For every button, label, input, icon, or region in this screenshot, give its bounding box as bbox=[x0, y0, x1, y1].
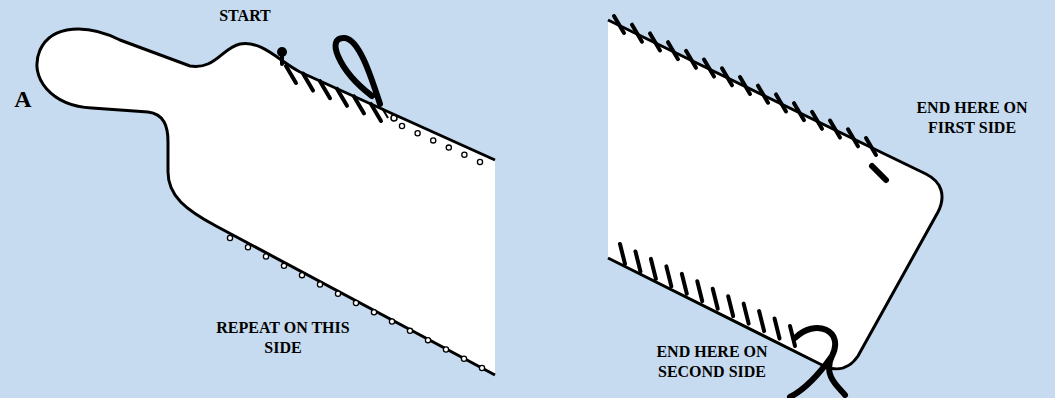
stitch bbox=[635, 251, 640, 271]
stitch-hole bbox=[335, 291, 340, 296]
stitch bbox=[286, 66, 296, 83]
stitch-hole bbox=[371, 310, 376, 315]
stitch-hole bbox=[425, 338, 430, 343]
stitch bbox=[303, 74, 313, 91]
stitch-hole bbox=[389, 319, 394, 324]
instruction-label: START bbox=[200, 6, 290, 26]
stitch bbox=[650, 33, 660, 50]
paddle-fill bbox=[37, 29, 495, 375]
stitch bbox=[848, 129, 858, 146]
stitch bbox=[614, 16, 624, 33]
stitch bbox=[686, 51, 696, 68]
stitch-hole bbox=[462, 152, 467, 157]
stitch bbox=[830, 121, 840, 138]
stitch-hole bbox=[446, 145, 451, 150]
stitch-hole bbox=[461, 356, 466, 361]
stitch bbox=[759, 311, 764, 331]
stitch bbox=[666, 266, 671, 286]
figure-letter: A bbox=[8, 84, 38, 114]
stitch bbox=[794, 103, 804, 120]
stitch-hole bbox=[299, 273, 304, 278]
stitch-hole bbox=[263, 254, 268, 259]
thread-loop bbox=[336, 38, 380, 104]
stitch bbox=[728, 296, 733, 316]
stitch bbox=[775, 319, 780, 339]
paddle-outline bbox=[37, 29, 495, 375]
stitch bbox=[651, 259, 656, 279]
stitch-hole bbox=[399, 123, 404, 128]
thread-end bbox=[872, 166, 886, 180]
instruction-label: END HERE ON FIRST SIDE bbox=[893, 98, 1051, 138]
stitch bbox=[713, 289, 718, 309]
stitch bbox=[758, 86, 768, 103]
stitch bbox=[740, 77, 750, 94]
stitch bbox=[337, 89, 347, 106]
stitch bbox=[620, 244, 625, 264]
stitch-repeats bbox=[227, 16, 876, 371]
stitch bbox=[722, 68, 732, 85]
stitch bbox=[668, 42, 678, 59]
stitch-hole bbox=[227, 235, 232, 240]
thread-knot bbox=[277, 47, 287, 57]
panel-fill bbox=[608, 20, 942, 369]
stitch-hole bbox=[407, 328, 412, 333]
stitch bbox=[354, 96, 364, 113]
stitch bbox=[866, 138, 876, 155]
stitch-hole bbox=[443, 347, 448, 352]
stitch-hole bbox=[415, 131, 420, 136]
thread-loop bbox=[790, 328, 845, 397]
panel-outline bbox=[608, 20, 942, 369]
stitch-hole bbox=[281, 263, 286, 268]
stitch-hole bbox=[245, 245, 250, 250]
stitch bbox=[320, 81, 330, 98]
stitch bbox=[812, 112, 822, 129]
stitch bbox=[744, 304, 749, 324]
stitch bbox=[697, 281, 702, 301]
needle bbox=[382, 108, 388, 118]
needle-hole bbox=[391, 115, 397, 121]
stitch-hole bbox=[477, 159, 482, 164]
stitch bbox=[632, 25, 642, 42]
stitch bbox=[704, 60, 714, 77]
stitch bbox=[776, 94, 786, 111]
stitch-hole bbox=[431, 138, 436, 143]
stitch-hole bbox=[479, 365, 484, 370]
instruction-label: END HERE ON SECOND SIDE bbox=[632, 342, 792, 382]
instruction-label: REPEAT ON THIS SIDE bbox=[198, 318, 368, 358]
stitch bbox=[682, 274, 687, 294]
stitch-hole bbox=[317, 282, 322, 287]
stitch-hole bbox=[353, 300, 358, 305]
